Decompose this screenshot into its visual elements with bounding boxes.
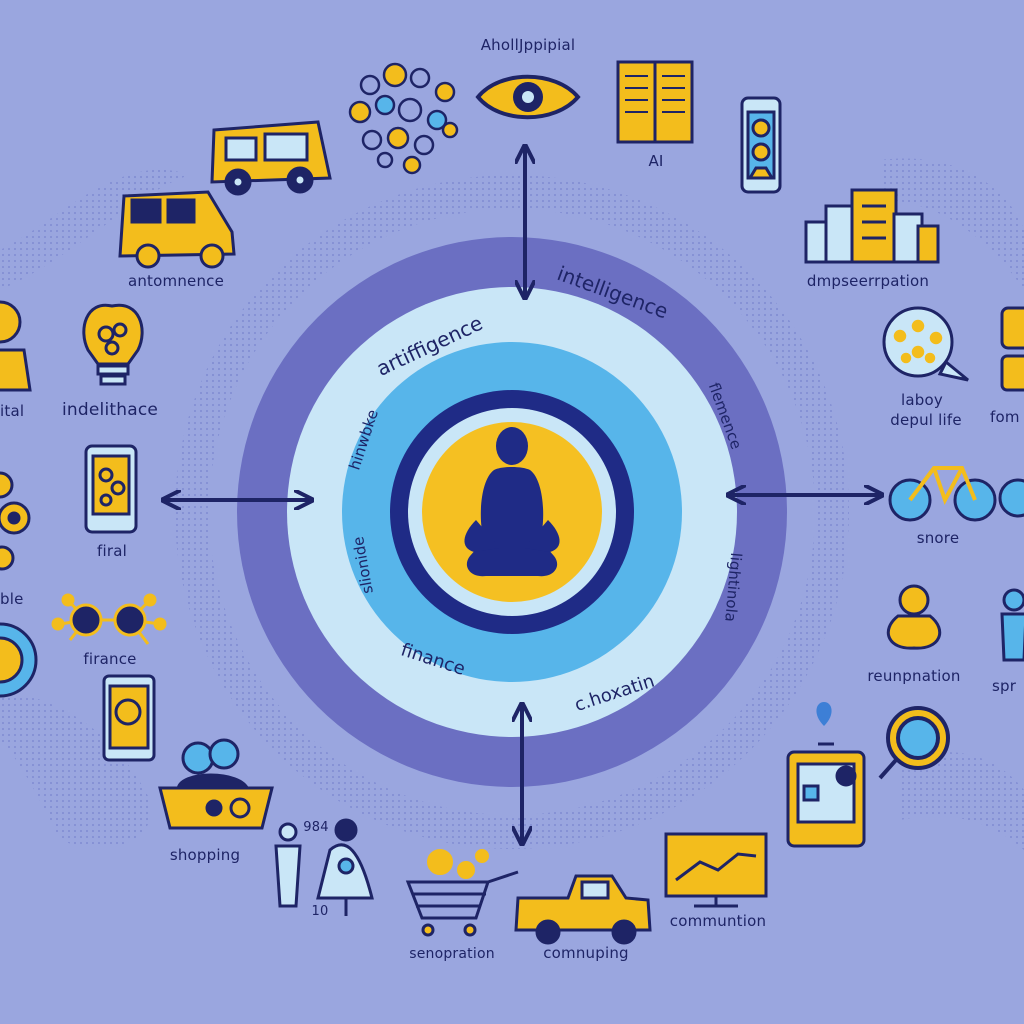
left-edge-mid-label: ble — [0, 590, 24, 608]
van-icon — [118, 190, 236, 269]
network-cluster-icon — [348, 62, 459, 175]
ring-label-right-lower: lightinola — [721, 552, 745, 623]
tablet-icon — [102, 674, 156, 762]
monitor-chart-icon — [664, 832, 768, 908]
eye-label: AhollJppipial — [480, 36, 576, 54]
chat-network-icon — [882, 306, 1024, 392]
bus-icon — [210, 120, 332, 196]
pawn-icon — [886, 584, 942, 650]
network-cluster-icon — [51, 593, 167, 645]
map-pin-icon — [816, 702, 832, 726]
cart-label: senopration — [409, 946, 495, 962]
van-label: antomnence — [127, 272, 225, 290]
gear-icon — [427, 849, 489, 879]
shopping-basket-icon — [158, 738, 274, 830]
shopping-label: shopping — [169, 846, 241, 864]
people-bottom-label: 10 — [311, 904, 329, 919]
eye-icon — [475, 74, 581, 120]
pawn-label: reunpnation — [867, 667, 961, 685]
monitor-label: communtion — [669, 912, 767, 930]
book-label: AI — [648, 152, 664, 170]
gear-icon — [0, 471, 38, 698]
labor-label: laboy — [901, 391, 943, 409]
person-icon — [1000, 588, 1024, 662]
city-icon — [804, 188, 940, 264]
people-number-label: 984 — [303, 820, 329, 835]
bicycle-icon — [888, 466, 1024, 522]
book-icon — [616, 60, 694, 144]
shopping-cart-icon — [405, 870, 519, 937]
city-label: dmpseerrpation — [806, 272, 930, 290]
people-icon — [274, 818, 374, 916]
magnifier-icon — [878, 706, 950, 780]
pickup-truck-icon — [514, 874, 652, 945]
meditating-person-icon — [464, 427, 560, 577]
smartphone-icon — [84, 444, 138, 534]
lightbulb-icon — [82, 303, 144, 386]
right-edge-pawn-label: spr — [992, 677, 1017, 695]
finance-label: firance — [83, 650, 137, 668]
arrows — [165, 148, 880, 842]
person-icon — [0, 300, 32, 392]
left-edge-top-label: ital — [0, 402, 25, 420]
left-phone-label: firal — [97, 542, 127, 560]
bike-label: snore — [916, 529, 960, 547]
tablet-icon — [786, 742, 866, 848]
truck-label: comnuping — [543, 944, 629, 962]
right-edge-top-label: fom — [990, 408, 1020, 426]
daily-life-label: depul life — [890, 411, 962, 429]
bulb-label: indelithace — [61, 400, 159, 420]
smartphone-icon — [740, 96, 782, 194]
